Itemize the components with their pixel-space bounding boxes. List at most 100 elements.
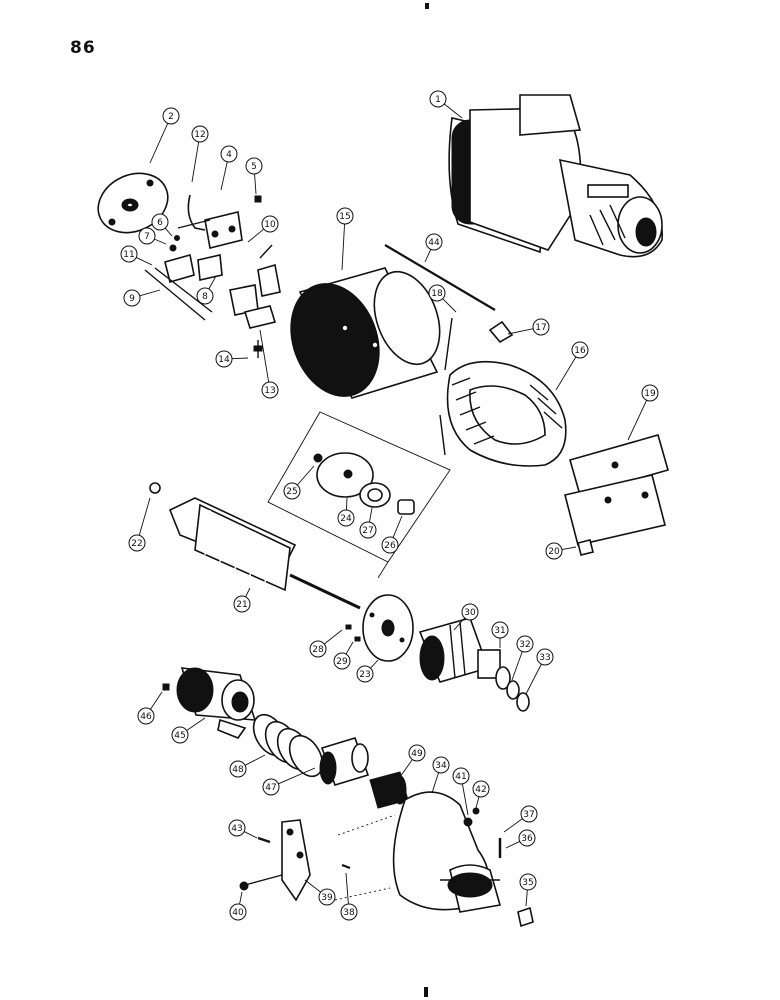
callout-leader-line <box>304 879 321 893</box>
callout-33: 33 <box>525 648 554 695</box>
callout-circle <box>520 805 538 823</box>
callout-circle <box>536 648 554 666</box>
callout-number: 36 <box>521 834 533 844</box>
callout-leader-line <box>507 328 534 335</box>
callout-leader-line <box>525 889 528 907</box>
callout-number: 13 <box>264 386 275 396</box>
callout-circle <box>229 760 247 778</box>
callout-10: 10 <box>247 215 279 243</box>
part-end-head <box>345 594 414 662</box>
callout-leader-line <box>186 717 206 731</box>
callout-circle <box>283 482 301 500</box>
callout-number: 14 <box>218 355 230 365</box>
callout-7: 7 <box>138 227 167 245</box>
callout-number: 46 <box>140 712 152 722</box>
callout-12: 12 <box>191 125 209 183</box>
callout-circle <box>229 903 247 921</box>
callout-circle <box>137 707 155 725</box>
callout-leader-line <box>505 841 520 849</box>
part-pole-shoes <box>564 434 669 556</box>
callout-number: 12 <box>194 130 205 140</box>
callout-leader-line <box>453 617 466 631</box>
callout-leader-line <box>164 227 173 237</box>
callout-circle <box>429 90 447 108</box>
callout-number: 26 <box>384 541 396 551</box>
callout-number: 37 <box>523 810 534 820</box>
callout-number: 1 <box>435 95 441 105</box>
callout-leader-line <box>191 141 200 183</box>
callout-28: 28 <box>309 629 343 658</box>
part-brush-holder-group <box>144 194 281 358</box>
callout-circle <box>309 640 327 658</box>
callout-2: 2 <box>149 107 180 164</box>
callout-circle <box>220 145 238 163</box>
callout-circle <box>381 536 399 554</box>
callout-circle <box>128 534 146 552</box>
callout-leader-line <box>136 257 153 266</box>
callout-leader-line <box>345 497 348 511</box>
callout-circle <box>516 635 534 653</box>
callout-leader-line <box>239 891 243 905</box>
callout-circle <box>196 287 214 305</box>
callout-circle <box>233 595 251 613</box>
callout-leader-line <box>243 831 258 839</box>
callout-23: 23 <box>356 659 379 683</box>
callout-leader-line <box>561 546 577 551</box>
part-armature <box>149 482 361 610</box>
callout-14: 14 <box>215 350 249 368</box>
callout-number: 27 <box>362 526 373 536</box>
callout-number: 16 <box>574 346 586 356</box>
callout-circle <box>171 726 189 744</box>
callout-number: 7 <box>144 232 150 242</box>
callout-circle <box>245 157 263 175</box>
callout-number: 24 <box>340 514 352 524</box>
callout-leader-line <box>245 587 251 598</box>
callout-circle <box>408 744 426 762</box>
callout-number: 21 <box>236 600 247 610</box>
callout-circle <box>262 778 280 796</box>
callout-35: 35 <box>519 873 537 907</box>
callout-number: 34 <box>435 761 447 771</box>
callout-circle <box>123 289 141 307</box>
callout-leader-line <box>208 275 217 290</box>
callout-circle <box>340 903 358 921</box>
part-solenoid <box>162 667 257 739</box>
callout-leader-line <box>244 754 266 766</box>
callout-number: 8 <box>202 292 208 302</box>
callout-circle <box>261 381 279 399</box>
callout-leader-line <box>345 641 354 655</box>
callout-circle <box>336 207 354 225</box>
callout-31: 31 <box>491 621 509 648</box>
callout-number: 49 <box>411 749 423 759</box>
callout-leader-line <box>220 161 228 191</box>
inset-box <box>267 411 451 579</box>
callout-circle <box>519 873 537 891</box>
callout-leader-line <box>555 356 577 391</box>
callout-number: 44 <box>428 238 440 248</box>
callout-20: 20 <box>545 542 577 560</box>
callout-8: 8 <box>196 275 217 305</box>
callout-45: 45 <box>171 717 206 744</box>
callout-number: 40 <box>232 908 244 918</box>
callout-38: 38 <box>340 872 358 921</box>
callout-25: 25 <box>283 465 315 500</box>
callout-number: 5 <box>251 162 257 172</box>
callout-circle <box>518 829 536 847</box>
callout-circle <box>571 341 589 359</box>
callout-circle <box>425 233 443 251</box>
callout-circle <box>452 767 470 785</box>
callout-circle <box>545 542 563 560</box>
callout-circle <box>162 107 180 125</box>
callouts: 1245678910111213141516171819202122232425… <box>120 90 659 921</box>
callout-37: 37 <box>503 805 538 833</box>
callout-leader-line <box>154 238 167 245</box>
callout-number: 15 <box>339 212 350 222</box>
callout-circle <box>261 215 279 233</box>
callout-number: 48 <box>232 765 244 775</box>
callout-circle <box>318 888 336 906</box>
callout-leader-line <box>323 629 343 645</box>
callout-number: 9 <box>129 294 135 304</box>
callout-leader-line <box>139 289 161 297</box>
callout-number: 20 <box>548 547 560 557</box>
